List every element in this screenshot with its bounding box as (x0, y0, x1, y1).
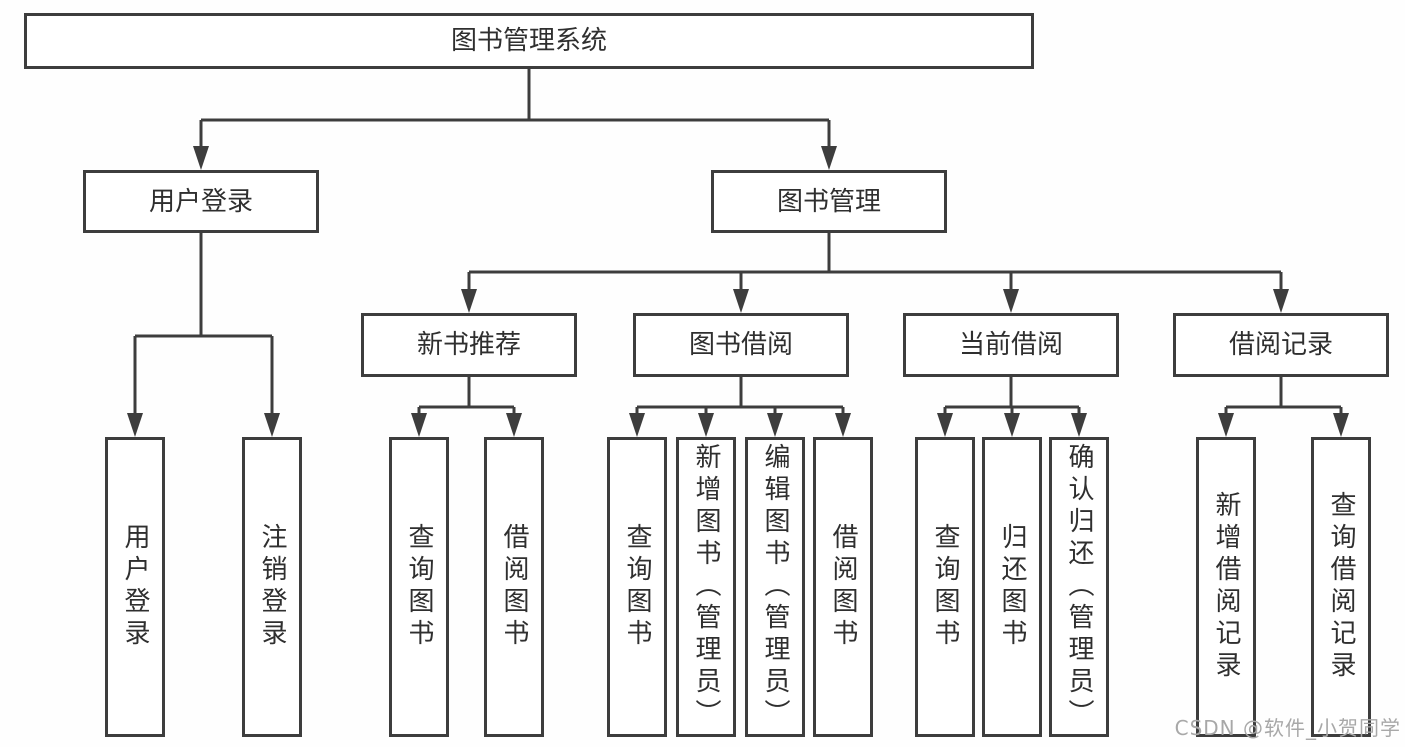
leaf-query-books-recommend: 查询图书 (389, 437, 449, 737)
leaf-query-books-current: 查询图书 (915, 437, 975, 737)
leaf-logout: 注销登录 (242, 437, 302, 737)
leaf-add-books-admin: 新增图书（管理员） (676, 437, 736, 737)
node-new-book-recommend: 新书推荐 (361, 313, 577, 377)
node-current-borrow: 当前借阅 (903, 313, 1119, 377)
leaf-query-books-borrow: 查询图书 (607, 437, 667, 737)
node-book-management: 图书管理 (711, 170, 947, 233)
leaf-borrow-books: 借阅图书 (813, 437, 873, 737)
leaf-return-books: 归还图书 (982, 437, 1042, 737)
node-root-system: 图书管理系统 (24, 13, 1034, 69)
leaf-borrow-books-recommend: 借阅图书 (484, 437, 544, 737)
node-book-borrow: 图书借阅 (633, 313, 849, 377)
csdn-watermark: CSDN @软件_小贺同学 (1174, 716, 1401, 740)
leaf-user-login: 用户登录 (105, 437, 165, 737)
node-borrow-records: 借阅记录 (1173, 313, 1389, 377)
leaf-confirm-return-admin: 确认归还（管理员） (1049, 437, 1109, 737)
leaf-add-borrow-record: 新增借阅记录 (1196, 437, 1256, 737)
leaf-query-borrow-record: 查询借阅记录 (1311, 437, 1371, 737)
node-user-login: 用户登录 (83, 170, 319, 233)
leaf-edit-books-admin: 编辑图书（管理员） (745, 437, 805, 737)
